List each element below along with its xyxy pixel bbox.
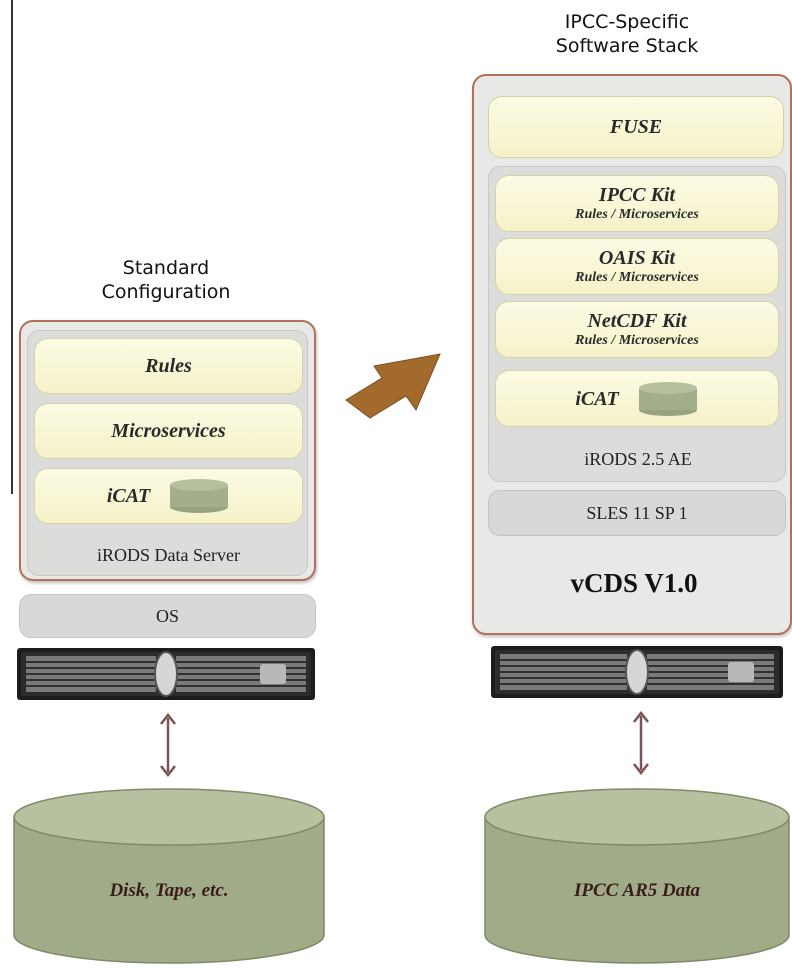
oais-kit-sub-label: Rules / Microservices	[575, 269, 699, 285]
sles-layer: SLES 11 SP 1	[488, 490, 786, 536]
fuse-layer: FUSE	[488, 96, 784, 158]
rack-server-icon	[491, 646, 783, 698]
icat-layer: iCAT	[34, 468, 303, 524]
double-arrow-icon	[160, 712, 176, 778]
vcds-box: FUSE IPCC Kit Rules / Microservices OAIS…	[472, 74, 792, 635]
netcdf-kit-layer: NetCDF Kit Rules / Microservices	[495, 301, 779, 358]
database-cylinder-icon	[170, 479, 229, 513]
icat-layer-right: iCAT	[495, 370, 779, 427]
ipcc-kit-layer: IPCC Kit Rules / Microservices	[495, 175, 779, 232]
netcdf-kit-label: NetCDF Kit	[587, 309, 687, 332]
disk-tape-label: Disk, Tape, etc.	[109, 880, 229, 901]
standard-configuration-title: Standard Configuration	[101, 257, 231, 303]
ipcc-kit-sub-label: Rules / Microservices	[575, 206, 699, 222]
standard-config-box: Rules Microservices iCAT iRODS Data Serv…	[19, 320, 316, 581]
irods-ae-group: IPCC Kit Rules / Microservices OAIS Kit …	[488, 166, 786, 482]
ipcc-kit-label: IPCC Kit	[598, 183, 676, 206]
microservices-label: Microservices	[111, 420, 226, 442]
double-arrow-icon	[633, 710, 649, 776]
irods-data-server-group: Rules Microservices iCAT iRODS Data Serv…	[27, 330, 308, 576]
rack-server-icon	[17, 648, 315, 700]
rules-layer: Rules	[34, 338, 303, 394]
left-border-line	[11, 0, 13, 494]
arrow-up-right-icon	[345, 353, 441, 419]
fuse-label: FUSE	[609, 116, 663, 138]
os-layer: OS	[19, 594, 316, 638]
sles-label: SLES 11 SP 1	[586, 502, 688, 523]
ipcc-software-stack-title: IPCC-Specific Software Stack	[555, 11, 699, 57]
vcds-label: vCDS V1.0	[570, 568, 698, 598]
irods-data-server-label: iRODS Data Server	[97, 545, 240, 565]
os-label: OS	[155, 605, 179, 626]
disk-tape-storage-cylinder	[13, 788, 325, 964]
netcdf-kit-sub-label: Rules / Microservices	[575, 332, 699, 348]
rules-label: Rules	[145, 355, 192, 377]
database-cylinder-icon	[638, 381, 697, 416]
icat-label: iCAT	[106, 485, 151, 507]
irods-ae-label: iRODS 2.5 AE	[584, 449, 692, 469]
oais-kit-label: OAIS Kit	[598, 246, 676, 269]
icat-label-right: iCAT	[575, 387, 619, 410]
microservices-layer: Microservices	[34, 403, 303, 459]
oais-kit-layer: OAIS Kit Rules / Microservices	[495, 238, 779, 295]
ipcc-ar5-data-label: IPCC AR5 Data	[574, 880, 700, 901]
ipcc-ar5-data-cylinder	[484, 788, 790, 964]
